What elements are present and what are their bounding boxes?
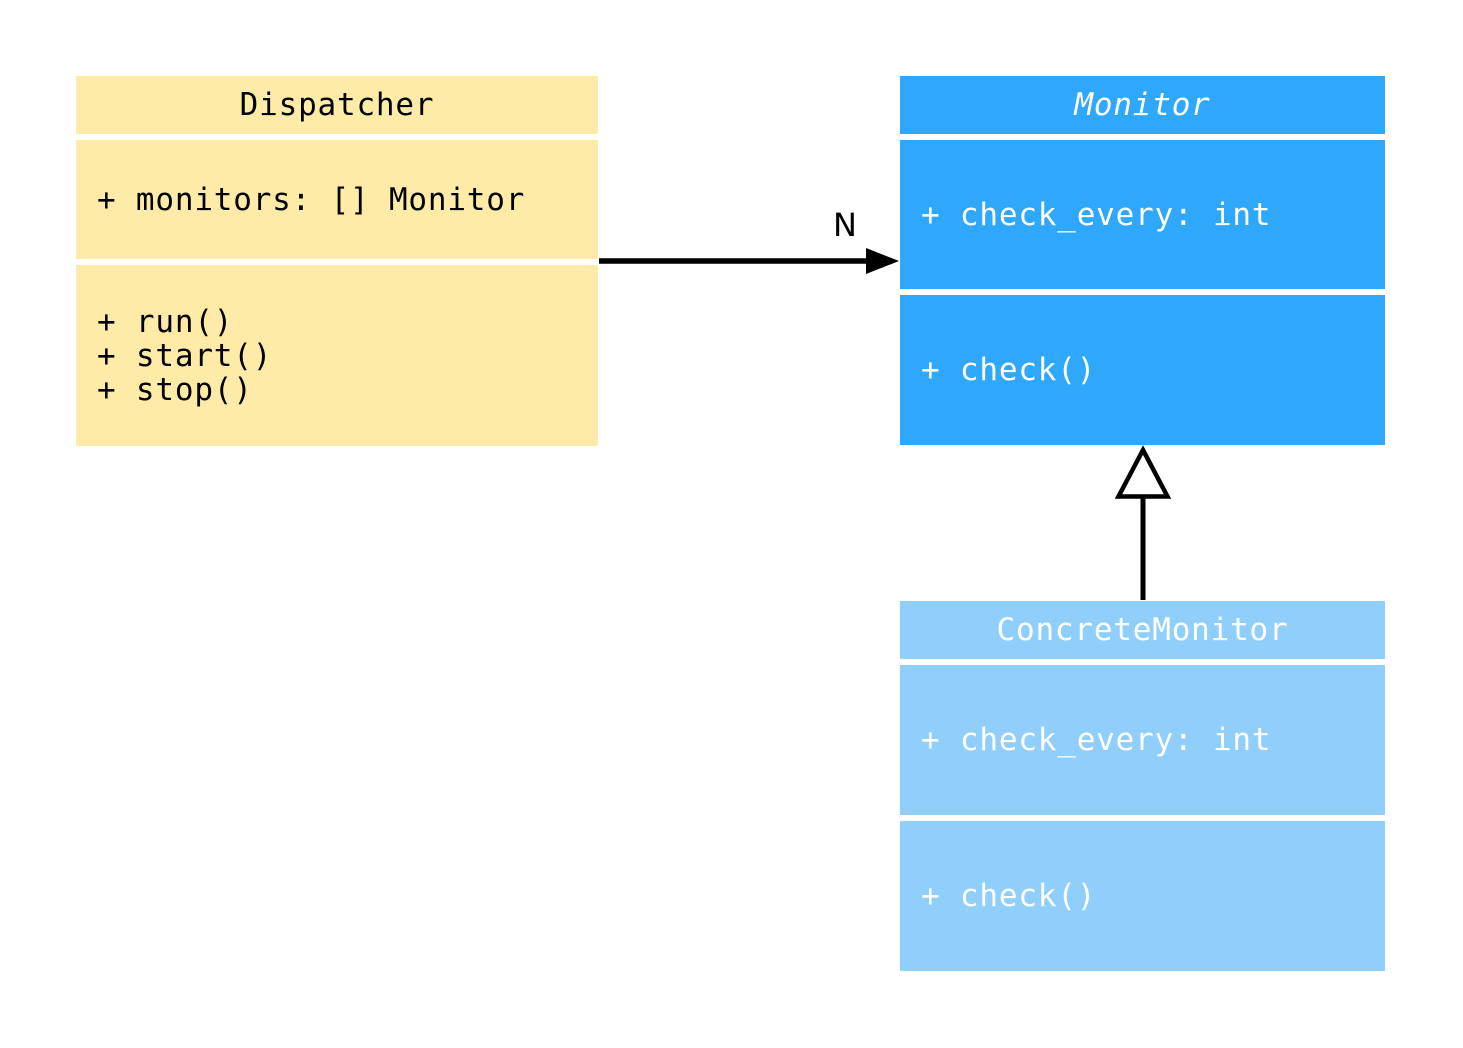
class-title: Monitor (900, 76, 1385, 134)
method: + stop() (97, 371, 253, 408)
inheritance-arrow (1114, 445, 1172, 600)
methods-compartment: + run() + start() + stop() (76, 265, 598, 446)
class-box-dispatcher: Dispatcher + monitors: [] Monitor + run(… (76, 76, 598, 446)
association-arrow (599, 248, 899, 274)
class-title: Dispatcher (76, 76, 598, 134)
method: + check() (921, 352, 1097, 388)
attribute: + check_every: int (921, 196, 1272, 233)
methods-compartment: + check() (900, 821, 1385, 971)
association-multiplicity-label: N (833, 206, 857, 244)
attribute: + monitors: [] Monitor (97, 181, 526, 218)
filled-arrowhead-icon (866, 248, 899, 274)
class-box-concrete-monitor: ConcreteMonitor + check_every: int + che… (900, 601, 1385, 971)
methods-compartment: + check() (900, 295, 1385, 445)
class-title: ConcreteMonitor (900, 601, 1385, 659)
attributes-compartment: + monitors: [] Monitor (76, 140, 598, 259)
method: + start() (97, 337, 273, 374)
method: + check() (921, 878, 1097, 914)
method: + run() (97, 303, 234, 340)
class-box-monitor: Monitor + check_every: int + check() (900, 76, 1385, 445)
hollow-triangle-icon (1114, 445, 1172, 499)
attribute: + check_every: int (921, 722, 1272, 758)
attributes-compartment: + check_every: int (900, 140, 1385, 289)
attributes-compartment: + check_every: int (900, 665, 1385, 815)
